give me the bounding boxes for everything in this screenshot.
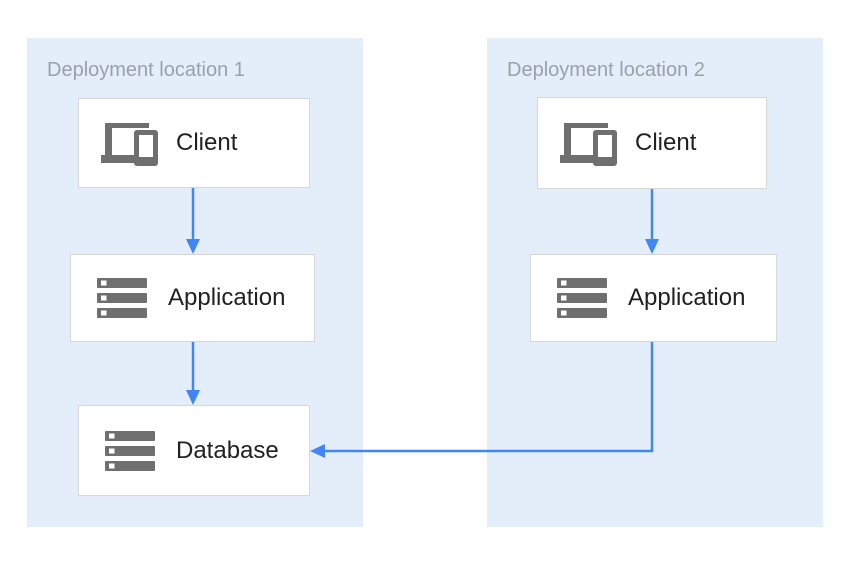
node-client-1: Client bbox=[78, 98, 310, 188]
node-label: Client bbox=[176, 129, 238, 156]
node-application-1: Application bbox=[70, 254, 315, 342]
region-deployment-location-2: Deployment location 2 Client bbox=[487, 38, 823, 527]
node-database-1: Database bbox=[78, 405, 310, 496]
panel-label: Deployment location 1 bbox=[47, 59, 245, 81]
server-stack-icon bbox=[101, 430, 158, 471]
node-label: Client bbox=[635, 129, 697, 156]
devices-icon bbox=[101, 120, 158, 166]
node-client-2: Client bbox=[537, 97, 767, 189]
node-application-2: Application bbox=[530, 254, 777, 342]
region-deployment-location-1: Deployment location 1 Client bbox=[27, 38, 363, 527]
server-stack-icon bbox=[553, 278, 610, 318]
server-stack-icon bbox=[93, 278, 150, 318]
node-label: Database bbox=[176, 436, 279, 464]
node-label: Application bbox=[628, 284, 746, 311]
panel-label: Deployment location 2 bbox=[507, 59, 705, 81]
devices-icon bbox=[560, 120, 617, 166]
node-label: Application bbox=[168, 284, 286, 311]
